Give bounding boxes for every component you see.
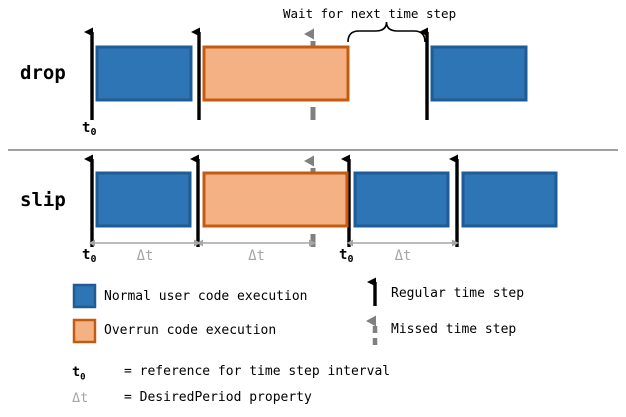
wait-brace (347, 21, 426, 43)
row-label-drop: drop (20, 62, 66, 84)
note-symbol-dt: Δt (72, 390, 89, 406)
legend-label-overrun: Overrun code execution (104, 323, 277, 338)
normal-execution-block (95, 171, 192, 228)
note-text-t0: = reference for time step interval (124, 364, 391, 379)
delta-t-label: Δt (137, 248, 154, 264)
legend-label-normal: Normal user code execution (104, 289, 308, 304)
normal-execution-block (430, 45, 528, 102)
t0-label: t0 (339, 247, 353, 265)
normal-execution-block (461, 171, 558, 228)
wait-annotation-label: Wait for next time step (283, 6, 457, 21)
overrun-execution-block (202, 171, 349, 228)
t0-label: t0 (82, 120, 96, 138)
normal-execution-block (95, 45, 193, 102)
note-text-dt: = DesiredPeriod property (124, 390, 312, 405)
normal-execution-block (353, 171, 450, 228)
delta-t-label: Δt (248, 248, 265, 264)
legend-swatch-normal (72, 283, 97, 309)
note-symbol-t0: t0 (72, 364, 86, 383)
delta-t-label: Δt (395, 248, 412, 264)
legend-label-missed-step: Missed time step (391, 322, 517, 337)
legend-label-regular-step: Regular time step (391, 286, 525, 301)
legend-swatch-overrun (72, 318, 97, 344)
t0-label: t0 (82, 247, 96, 265)
overrun-execution-block (202, 45, 350, 102)
row-label-slip: slip (20, 189, 66, 211)
